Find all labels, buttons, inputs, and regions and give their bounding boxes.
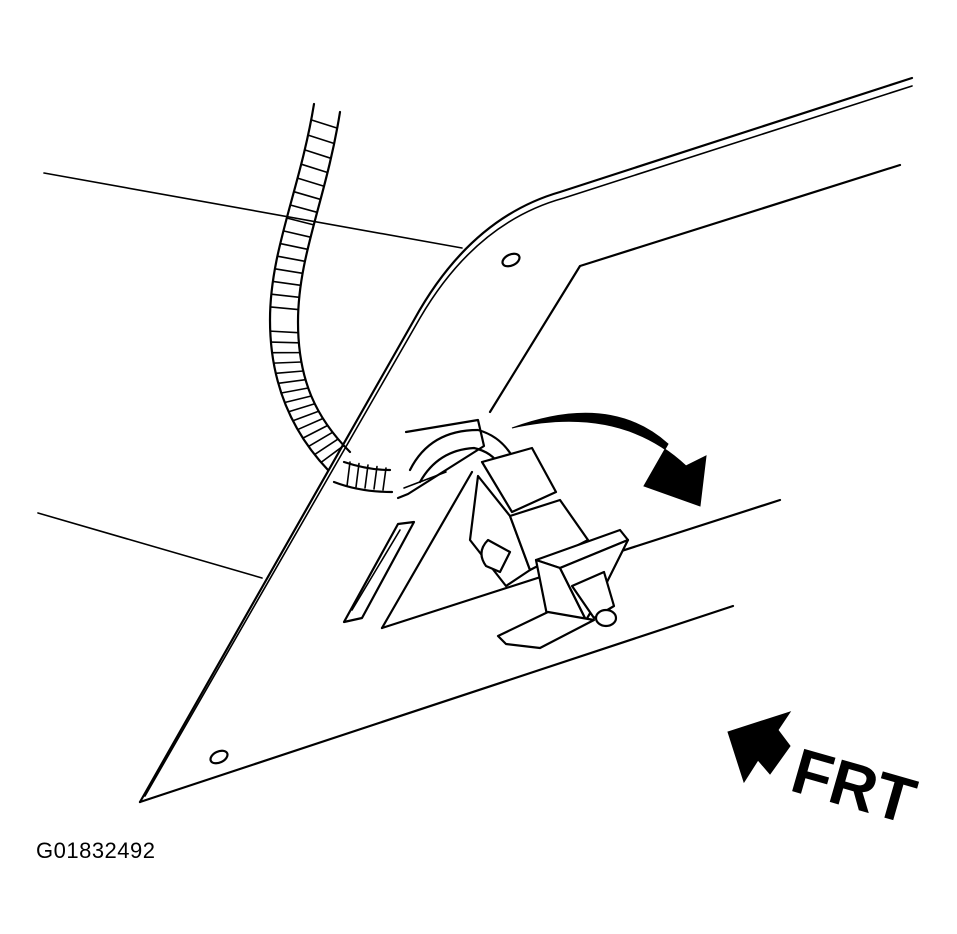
harness-rib xyxy=(307,134,335,145)
harness-rib xyxy=(282,230,312,238)
harness-rib xyxy=(296,177,325,188)
wiring-harness xyxy=(268,102,514,494)
harness-rib xyxy=(280,387,309,394)
front-direction-arrow-icon xyxy=(727,711,792,784)
harness-rib xyxy=(272,280,302,287)
harness-rib xyxy=(270,341,300,344)
background-structure-lines xyxy=(37,172,463,579)
rotation-arrow-icon xyxy=(511,412,707,507)
harness-rib xyxy=(346,461,351,487)
harness-rib xyxy=(313,438,339,456)
harness-rib xyxy=(277,378,307,385)
harness-rib xyxy=(274,268,304,275)
harness-rib xyxy=(355,462,360,488)
front-direction-indicator: FRT xyxy=(727,711,924,838)
harness-rib xyxy=(296,417,324,431)
harness-rib xyxy=(269,306,300,311)
harness-rib xyxy=(300,163,329,174)
harness-rib xyxy=(270,293,301,299)
harness-rib xyxy=(382,467,387,491)
harness-rib xyxy=(269,330,300,334)
harness-rib xyxy=(279,242,309,251)
harness-rib xyxy=(287,402,316,413)
switch-assembly xyxy=(468,446,630,650)
harness-rib xyxy=(302,424,329,439)
part-id-label: G01832492 xyxy=(36,838,156,863)
harness-rib xyxy=(310,119,339,129)
harness-rib xyxy=(307,431,334,448)
harness-rib xyxy=(373,465,378,490)
harness-rib xyxy=(289,204,318,214)
harness-rib xyxy=(276,255,306,263)
harness-rib xyxy=(283,395,313,404)
harness-rib xyxy=(293,190,322,201)
harness-rib xyxy=(364,464,369,489)
harness-rib xyxy=(285,217,315,226)
harness-rib xyxy=(292,410,320,422)
harness-rib xyxy=(274,370,305,375)
harness-convolution-ribs xyxy=(269,119,345,464)
harness-rib xyxy=(320,444,345,464)
mounting-panel xyxy=(138,76,914,804)
harness-rib xyxy=(303,149,332,160)
harness-rib xyxy=(272,361,303,364)
harness-convolution-ribs-lower xyxy=(346,461,387,491)
frt-label: FRT xyxy=(784,734,923,838)
